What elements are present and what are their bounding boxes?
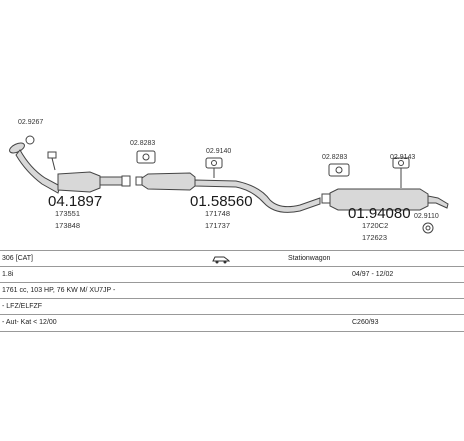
- catalyst-ref-1: 173551: [55, 209, 80, 218]
- rear-ref-2: 172623: [362, 233, 387, 242]
- clamp-e-label: 02.9143: [390, 154, 415, 161]
- info-row-spec: 1761 cc, 103 HP, 76 KW M/ XU7JP -: [0, 282, 464, 299]
- catalytic-converter: [57, 171, 131, 193]
- exhaust-system-diagram: 02.9267 04.1897 173551 173848 02.8283 01…: [9, 119, 449, 242]
- info-row-engine: 1.8i 04/97 - 12/02: [0, 266, 464, 283]
- clamp-f-label: 02.9110: [414, 213, 439, 220]
- middle-silencer: [135, 172, 321, 213]
- front-pipe: [9, 142, 61, 194]
- hanger-icon: [392, 157, 410, 188]
- clamp-c-label: 02.9140: [206, 148, 231, 155]
- clamp-a-label: 02.9267: [18, 119, 43, 126]
- middle-ref-2: 171737: [205, 221, 230, 230]
- info-row-cat-note: - Aut- Kat < 12/00 C260/93: [0, 314, 464, 332]
- rear-part-number: 01.94080: [348, 205, 411, 222]
- hanger-icon: [136, 150, 156, 164]
- engine-code-text: - LFZ/ELFZF: [2, 303, 43, 310]
- clamp-d-label: 02.8283: [322, 154, 347, 161]
- clamp-icon: [25, 135, 35, 145]
- middle-ref-1: 171748: [205, 209, 230, 218]
- hanger-icon: [205, 157, 223, 178]
- hanger-icon: [422, 222, 434, 234]
- hanger-icon: [47, 151, 57, 171]
- cat-note-text: - Aut- Kat < 12/00: [2, 319, 57, 326]
- info-row-engine-code: - LFZ/ELFZF: [0, 298, 464, 315]
- info-row-model: 306 [CAT] Stationwagon: [0, 250, 464, 267]
- years-text: 04/97 - 12/02: [352, 271, 394, 278]
- rear-ref-1: 1720C2: [362, 221, 388, 230]
- clamp-b-label: 02.8283: [130, 140, 155, 147]
- catalyst-ref-2: 173848: [55, 221, 80, 230]
- rear-silencer: [321, 188, 449, 211]
- spec-text: 1761 cc, 103 HP, 76 KW M/ XU7JP -: [2, 287, 116, 294]
- catalyst-part-number: 04.1897: [48, 193, 102, 210]
- body-type-text: Stationwagon: [288, 255, 331, 262]
- model-text: 306 [CAT]: [2, 255, 33, 262]
- engine-text: 1.8i: [2, 271, 14, 278]
- hanger-icon: [328, 163, 350, 177]
- middle-part-number: 01.58560: [190, 193, 253, 210]
- code-text: C260/93: [352, 319, 379, 326]
- car-icon: [212, 256, 230, 264]
